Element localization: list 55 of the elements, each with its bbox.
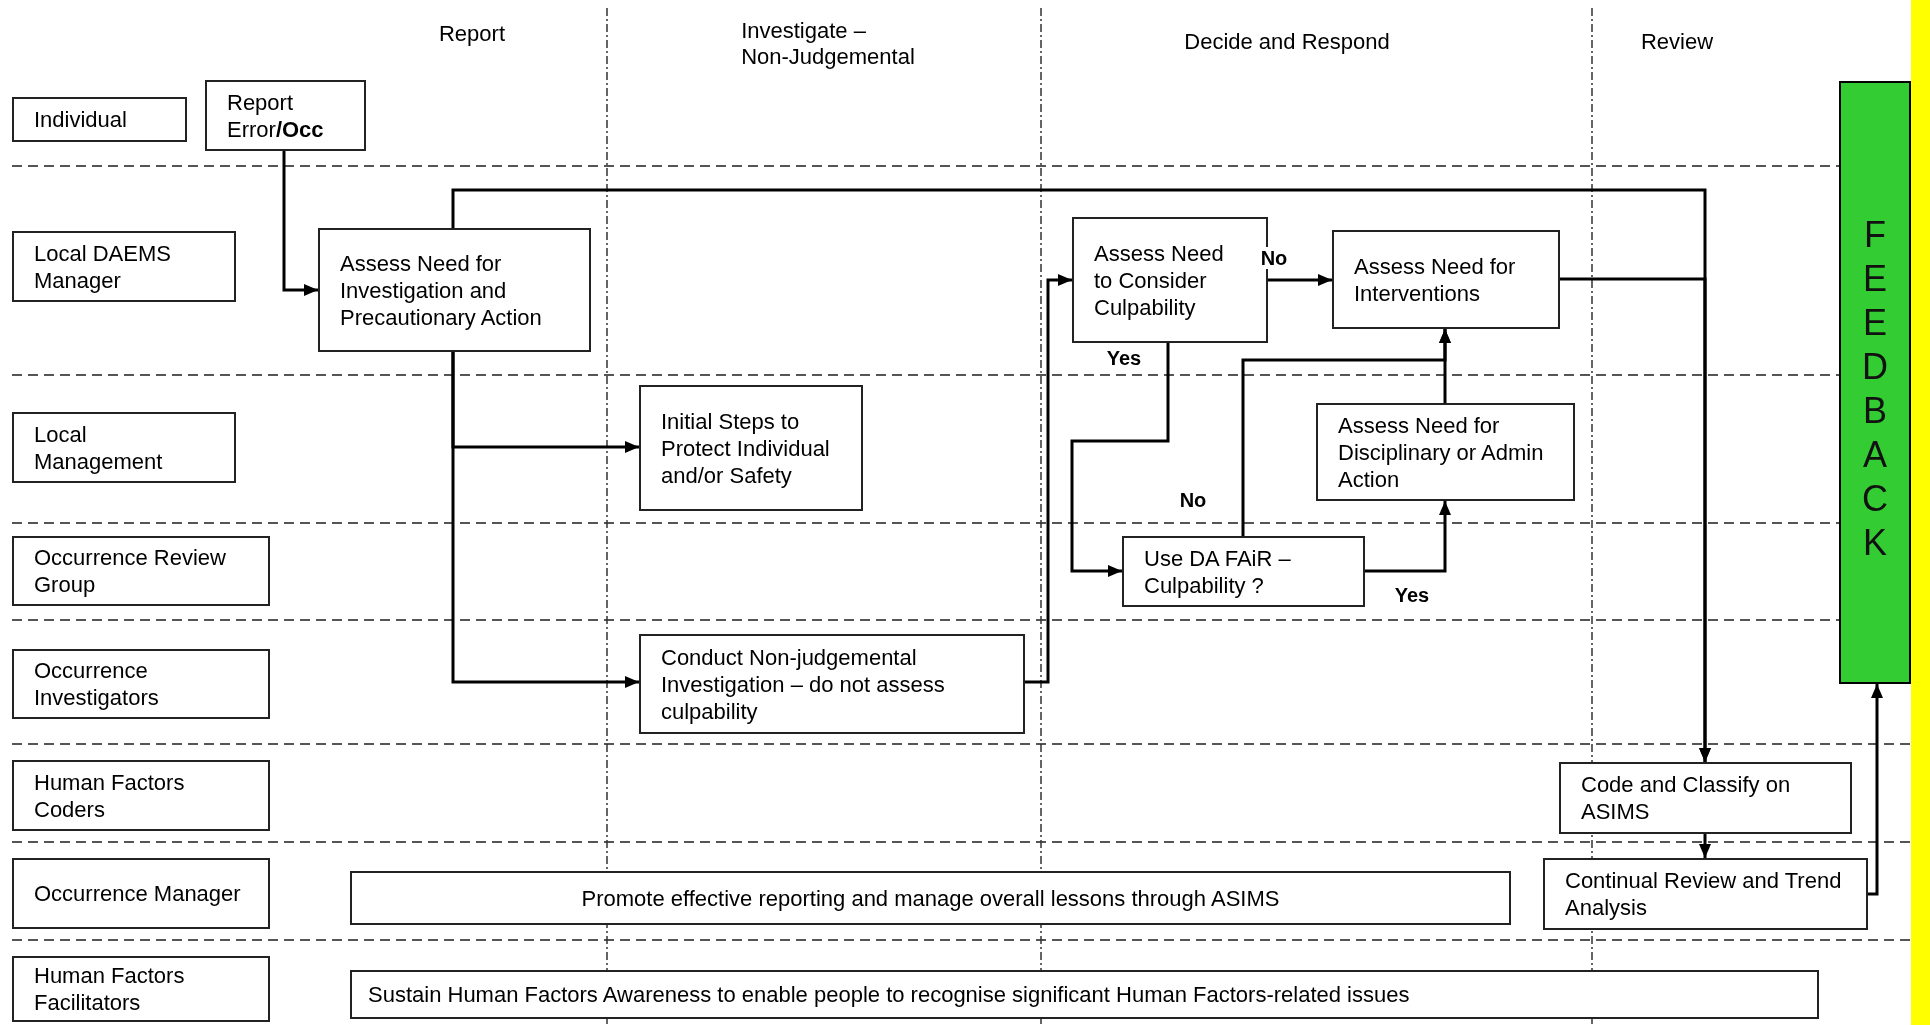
connector-arrow <box>1868 684 1883 896</box>
process-box <box>639 385 863 511</box>
process-box <box>1559 762 1852 834</box>
step-text: Conduct Non-judgemental Investigation – do not assess culpability <box>661 643 946 725</box>
column-heading: Investigate – Non-Judgemental <box>741 18 915 70</box>
step-text: Assess Need for Disciplinary or Admin Action <box>1338 411 1545 493</box>
lane-label: Human Factors Facilitators <box>34 962 186 1016</box>
step-text: Assess Need for Investigation and Precautionary Action <box>340 249 543 331</box>
lane-label: Individual <box>34 106 127 133</box>
connector-arrow <box>451 352 639 688</box>
process-box <box>1316 403 1575 501</box>
lane-label: Occurrence Investigators <box>34 657 160 711</box>
connector-arrow <box>282 151 318 296</box>
activity-band <box>350 970 1819 1019</box>
activity-band <box>350 871 1511 925</box>
lane-label-box <box>12 536 270 606</box>
process-box <box>639 634 1025 734</box>
step-text: Use DA FAiR – Culpability ? <box>1144 544 1292 599</box>
step-text: Promote effective reporting and manage overall lessons through ASIMS <box>581 884 1280 912</box>
lane-label-box <box>12 231 236 302</box>
lane-label: Local Management <box>34 420 164 475</box>
step-text: Code and Classify on ASIMS <box>1581 771 1792 825</box>
process-box <box>1332 230 1560 329</box>
process-box <box>318 228 591 352</box>
lane-label: Occurrence Review Group <box>34 544 227 598</box>
process-box <box>205 80 366 151</box>
lane-label: Occurrence Manager <box>34 880 241 907</box>
connector-arrow <box>1699 834 1711 858</box>
connector-arrow <box>1268 274 1332 286</box>
lane-label-box <box>12 760 270 831</box>
column-heading: Report <box>439 21 505 47</box>
process-box <box>1543 858 1868 930</box>
lane-label-box <box>12 412 236 483</box>
step-text: Sustain Human Factors Awareness to enable people to recognise significant Human Factors-related issues <box>368 981 1410 1008</box>
connector-arrow <box>1560 277 1711 762</box>
process-box <box>1122 536 1365 607</box>
lane-label-box <box>12 649 270 719</box>
feedback-text: FEEDBACK <box>1861 213 1889 565</box>
connector-arrow <box>1070 343 1170 577</box>
step-text: Initial Steps to Protect Individual and/or Safety <box>661 407 831 489</box>
step-text: Assess Need to Consider Culpability <box>1094 239 1225 321</box>
step-text: Assess Need for Interventions <box>1354 252 1517 307</box>
connector-arrow <box>1025 274 1072 684</box>
lane-label: Human Factors Coders <box>34 768 186 823</box>
lane-label-box <box>12 858 270 929</box>
step-text: Continual Review and Trend Analysis <box>1565 867 1843 921</box>
feedback-bar <box>1839 81 1911 684</box>
column-heading: Decide and Respond <box>1184 29 1390 55</box>
lane-label: Local DAEMS Manager <box>34 239 172 294</box>
connector-arrow <box>1439 329 1451 403</box>
connector-arrow <box>1365 501 1451 573</box>
lane-label-box <box>12 956 270 1022</box>
step-text: Report Error/Occ <box>227 88 325 143</box>
column-heading: Review <box>1640 29 1714 55</box>
lane-label-box <box>12 97 187 142</box>
